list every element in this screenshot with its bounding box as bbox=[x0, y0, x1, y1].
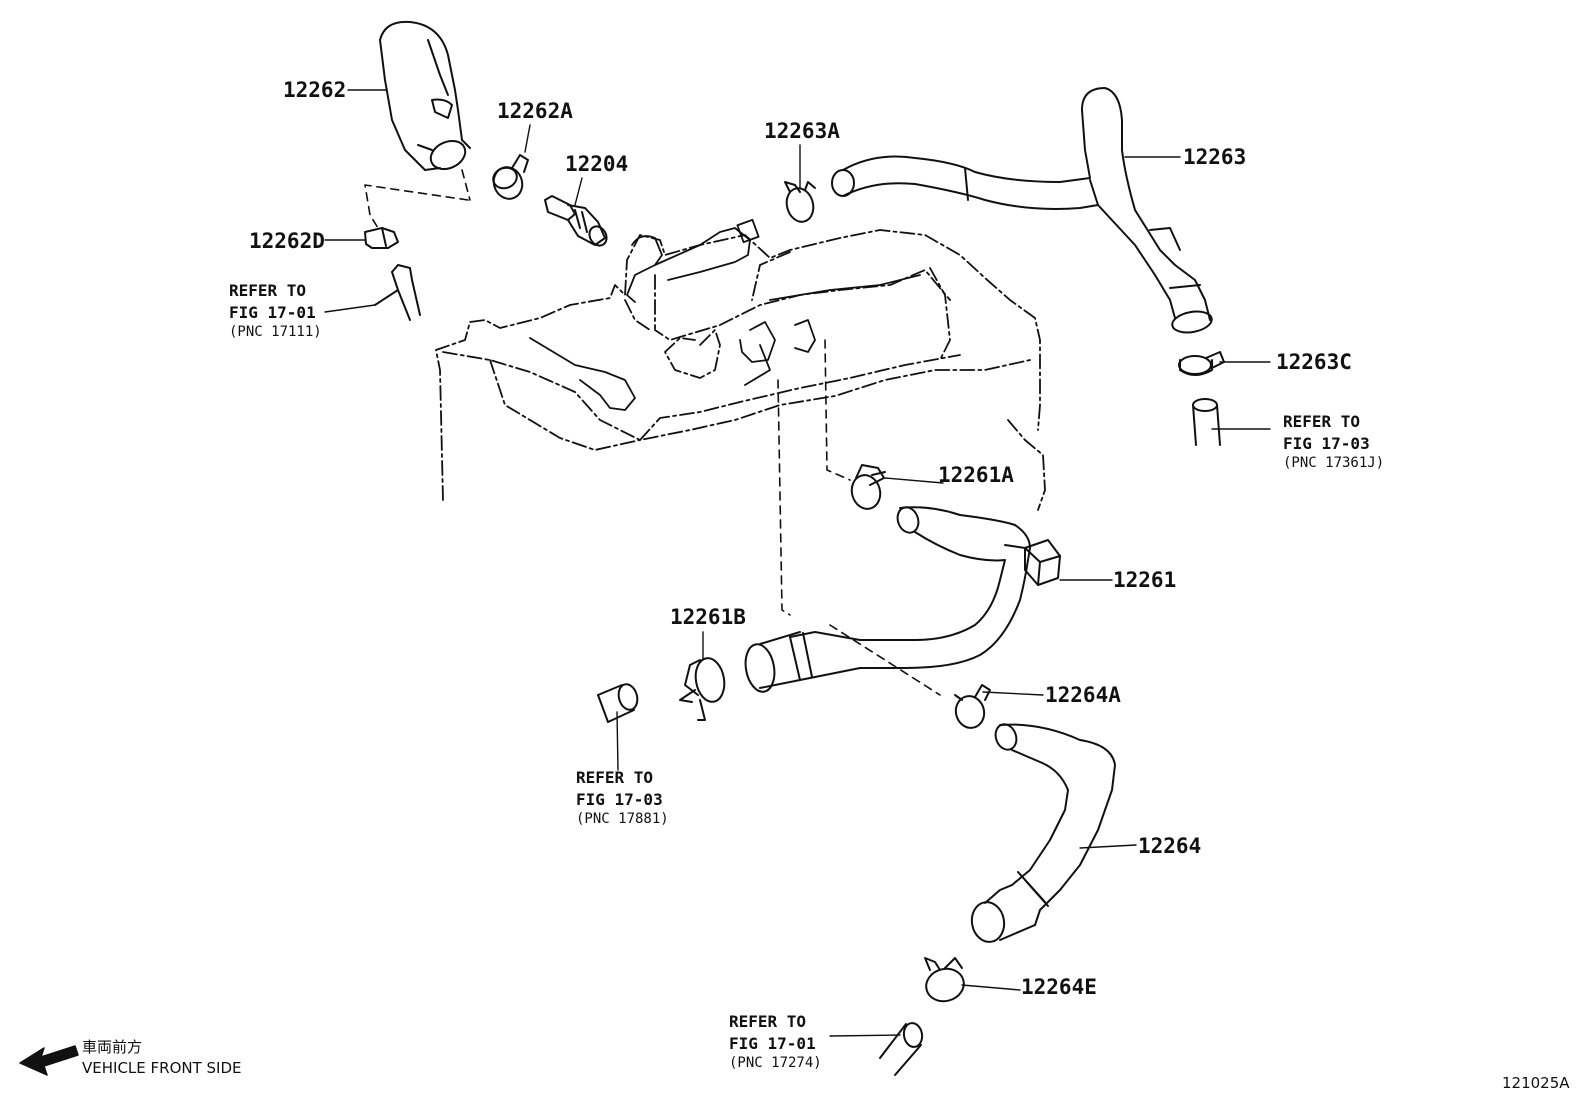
leader-lines bbox=[324, 89, 1271, 1037]
hose-12261 bbox=[744, 506, 1031, 693]
reference-pnc: (PNC 17274) bbox=[729, 1055, 822, 1072]
label-12262: 12262 bbox=[283, 78, 347, 102]
label-12263C: 12263C bbox=[1276, 350, 1352, 374]
label-12261: 12261 bbox=[1113, 568, 1177, 592]
reference-17111: REFER TO FIG 17-01 (PNC 17111) bbox=[229, 280, 322, 342]
reference-17274: REFER TO FIG 17-01 (PNC 17274) bbox=[729, 1011, 822, 1073]
pipe-17111 bbox=[374, 264, 421, 321]
label-12263: 12263 bbox=[1183, 145, 1247, 169]
engine-block-outline bbox=[435, 229, 1046, 511]
junction-12261 bbox=[1024, 539, 1061, 586]
reference-line: FIG 17-03 bbox=[1283, 433, 1370, 453]
clamp-12264E bbox=[924, 957, 965, 1003]
pipe-17881 bbox=[597, 683, 639, 723]
label-12264A: 12264A bbox=[1045, 683, 1121, 707]
clamp-12261A bbox=[850, 464, 886, 510]
hose-12264 bbox=[970, 723, 1116, 943]
clamp-12263A bbox=[784, 181, 816, 223]
guide-12261B bbox=[777, 379, 791, 616]
reference-line: REFER TO bbox=[576, 768, 654, 787]
reference-line: FIG 17-03 bbox=[576, 789, 663, 809]
reference-line: REFER TO bbox=[229, 281, 307, 300]
pipe-17361J bbox=[1192, 398, 1221, 446]
figure-code: 121025A bbox=[1502, 1074, 1570, 1092]
direction-japanese: 車両前方 bbox=[82, 1038, 143, 1056]
reference-17361J: REFER TO FIG 17-03 (PNC 17361J) bbox=[1283, 411, 1384, 473]
clamp-12262A bbox=[492, 154, 529, 200]
guide-12262 bbox=[364, 169, 471, 229]
hose-12262 bbox=[379, 20, 471, 171]
reference-pnc: (PNC 17111) bbox=[229, 324, 322, 341]
reference-17881: REFER TO FIG 17-03 (PNC 17881) bbox=[576, 767, 669, 829]
reference-line: REFER TO bbox=[729, 1012, 807, 1031]
label-12261A: 12261A bbox=[938, 463, 1014, 487]
clamp-12263C bbox=[1178, 351, 1225, 376]
reference-line: FIG 17-01 bbox=[229, 302, 316, 322]
reference-line: FIG 17-01 bbox=[729, 1033, 816, 1053]
label-12262A: 12262A bbox=[497, 99, 573, 123]
clamp-12261B bbox=[679, 657, 726, 721]
hose-12263 bbox=[831, 87, 1213, 334]
clip-12262D bbox=[364, 227, 399, 249]
clamp-12264A bbox=[954, 684, 991, 729]
label-12264E: 12264E bbox=[1021, 975, 1097, 999]
label-12261B: 12261B bbox=[670, 605, 746, 629]
pipe-17274 bbox=[879, 1022, 924, 1076]
label-12263A: 12263A bbox=[764, 119, 840, 143]
label-12262D: 12262D bbox=[249, 229, 325, 253]
reference-line: REFER TO bbox=[1283, 412, 1361, 431]
reference-pnc: (PNC 17361J) bbox=[1283, 455, 1385, 472]
label-12264: 12264 bbox=[1138, 834, 1202, 858]
label-12204: 12204 bbox=[565, 152, 629, 176]
reference-pnc: (PNC 17881) bbox=[576, 811, 669, 828]
guide-12261A bbox=[824, 339, 851, 481]
direction-english: VEHICLE FRONT SIDE bbox=[82, 1059, 242, 1077]
fitting-12204 bbox=[544, 195, 608, 247]
guide-12264A bbox=[829, 624, 941, 696]
arrow-left-icon bbox=[19, 1045, 79, 1076]
engine-detail bbox=[529, 218, 921, 411]
